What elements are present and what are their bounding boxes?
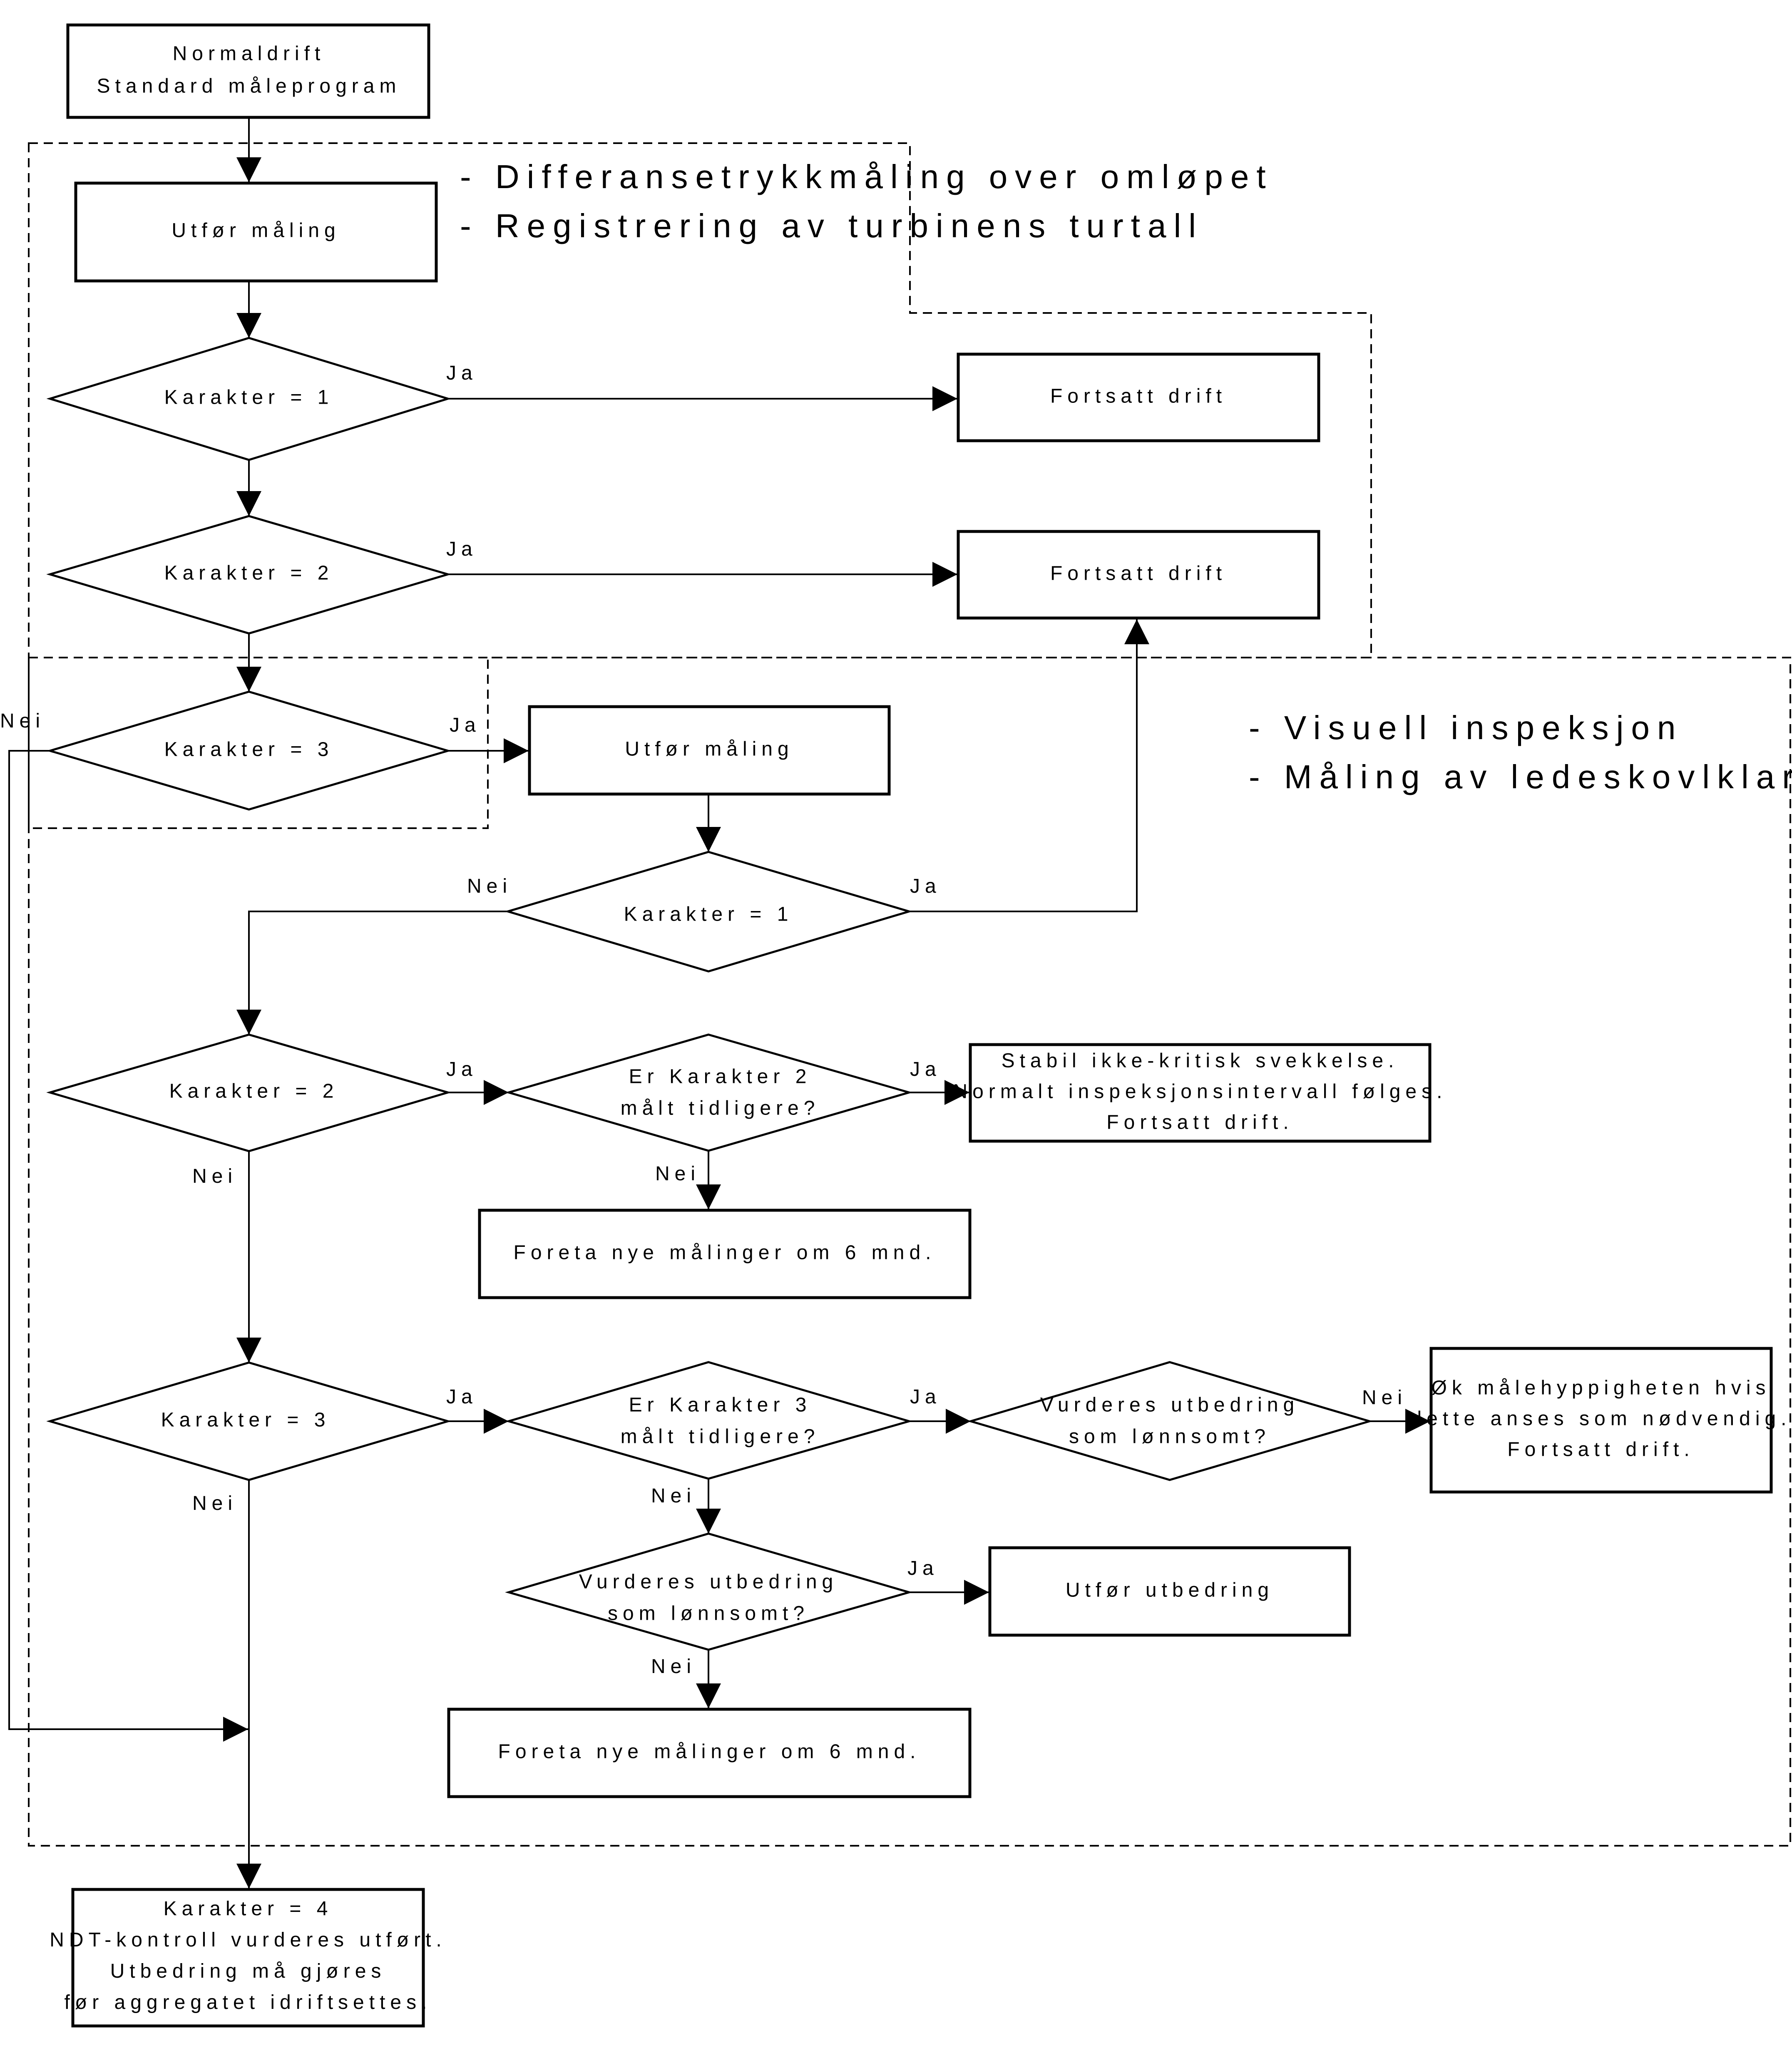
repair-box [988,1546,1351,1637]
node-label-measure1: Utfør måling [171,220,340,242]
shapes [46,23,1773,2028]
node-label-measure2: Utfør måling [625,738,793,760]
edge-labels: Ja Ja Ja Nei Nei Ja Ja Ja Nei Nei Ja Ja … [0,362,1407,1678]
edge-label-yes: Ja [910,1386,941,1408]
continue-box-1 [957,353,1320,442]
edge-label-no: Nei [0,710,45,732]
edge-label-yes: Ja [910,875,941,897]
node-label-k2a: Karakter = 2 [164,562,334,584]
decision-repair-profitable-1 [967,1361,1373,1481]
connectors [8,119,1430,1889]
node-label-new2: Foreta nye målinger om 6 mnd. [498,1741,921,1763]
node-label-k4: Karakter = 4 [164,1898,333,1920]
edge-label-no: Nei [655,1163,700,1185]
stage-note-stage2: - Måling av ledeskovlklaring [1249,758,1792,795]
stage-note-stage2: - Visuell inspeksjon [1249,709,1683,746]
decision-karakter-1-stage1 [46,337,452,461]
node-label-stable: Stabil ikke-kritisk svekkelse. [1002,1050,1399,1072]
node-label-k3b: Karakter = 3 [161,1409,331,1431]
node-label-increase: Øk målehyppigheten hvis [1432,1377,1771,1399]
edge-label-no: Nei [192,1492,237,1514]
decision-karakter-3-stage1 [46,690,452,811]
start-box [66,23,430,119]
decision-karakter-2-stage1 [46,515,452,635]
new-measurements-box-2 [447,1708,972,1798]
decision-karakter-1-stage2 [504,851,913,973]
measure-box-1 [74,181,438,283]
node-label-k2prev: målt tidligere? [621,1097,820,1120]
node-label-k1a: Karakter = 1 [164,387,334,409]
stage-note-stage1: - Differansetrykkmåling over omløpet [460,158,1273,195]
increase-frequency-box [1429,1347,1773,1494]
edge-label-no: Nei [192,1165,237,1187]
edge-label-no: Nei [651,1485,696,1507]
node-label-start: Standard måleprogram [97,75,401,97]
node-label-cont2: Fortsatt drift [1050,563,1227,585]
stage1-region [28,142,1372,829]
edge-label-yes: Ja [450,714,481,736]
node-label-k4: NDT-kontroll vurderes utført. [50,1929,446,1951]
node-label-k3prev: Er Karakter 3 [629,1394,812,1416]
node-label-k2prev: Er Karakter 2 [629,1066,812,1088]
node-label-new1: Foreta nye målinger om 6 mnd. [514,1242,936,1264]
node-label-cont1: Fortsatt drift [1050,385,1227,407]
stable-box [969,1043,1432,1143]
node-label-k4: før aggregatet idriftsettes. [65,1991,432,2013]
decision-karakter-3-stage2 [46,1361,452,1481]
edge-label-yes: Ja [910,1058,941,1080]
edge-label-no: Nei [1362,1387,1407,1409]
decision-karakter-2-stage2 [46,1033,452,1152]
stage-notes: - Differansetrykkmåling over omløpet - Re… [460,158,1792,795]
edge-label-yes: Ja [446,1386,477,1408]
decision-karakter-3-measured-before [505,1361,913,1480]
node-label-profit1: Vurderes utbedring [1040,1394,1299,1416]
node-label-start: Normaldrift [173,43,326,65]
measure-box-2 [528,705,891,796]
node-label-k2b: Karakter = 2 [169,1080,339,1102]
node-label-profit1: som lønnsomt? [1069,1426,1270,1448]
node-label-profit2: som lønnsomt? [608,1603,809,1625]
stage2-region [28,657,1791,1847]
node-label-k3a: Karakter = 3 [164,739,334,761]
edge-label-yes: Ja [446,1058,477,1080]
node-label-stable: Fortsatt drift. [1106,1112,1293,1134]
decision-karakter-2-measured-before [505,1033,913,1152]
new-measurements-box-1 [478,1209,972,1299]
continue-box-2 [957,530,1320,620]
node-label-increase: Fortsatt drift. [1507,1439,1694,1461]
node-label-repair: Utfør utbedring [1066,1579,1274,1601]
node-label-k3prev: målt tidligere? [621,1426,820,1448]
node-label-stable: Normalt inspeksjonsintervall følges. [953,1081,1447,1103]
edge-label-yes: Ja [446,538,477,560]
node-label-k4: Utbedring må gjøres [110,1960,386,1982]
edge-label-no: Nei [467,875,512,897]
node-label-k1b: Karakter = 1 [624,904,793,926]
edge-label-yes: Ja [907,1557,939,1579]
decision-repair-profitable-2 [505,1532,913,1651]
node-label-profit2: Vurderes utbedring [579,1571,838,1593]
edge-label-no: Nei [651,1656,696,1678]
edge-label-yes: Ja [446,362,477,384]
stage-note-stage1: - Registrering av turbinens turtall [460,207,1203,244]
karakter-4-box [71,1888,425,2028]
node-label-increase: dette anses som nødvendig. [1410,1408,1791,1430]
